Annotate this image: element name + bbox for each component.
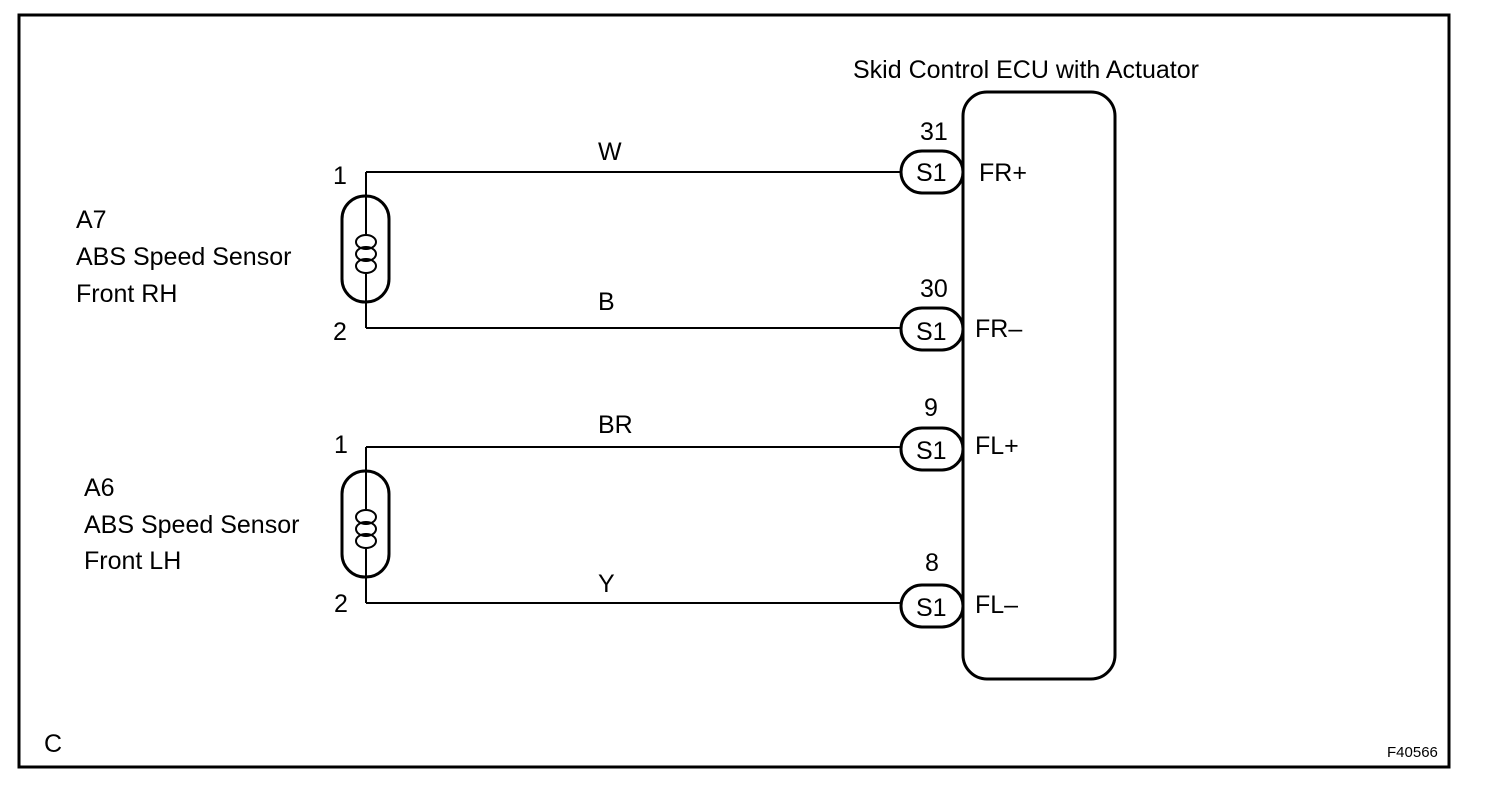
sensor-a7: A7 ABS Speed Sensor Front RH 1 2: [76, 162, 391, 346]
sensor-name: ABS Speed Sensor: [84, 511, 299, 539]
connector-label: S1: [916, 594, 947, 622]
coil-icon: [355, 172, 377, 328]
sensor-side: Front RH: [76, 280, 177, 308]
pin-number-top: 1: [334, 431, 348, 459]
pin-number-bottom: 2: [334, 590, 348, 618]
corner-letter: C: [44, 730, 62, 758]
ecu-pin-number: 30: [920, 275, 948, 303]
connector-label: S1: [916, 437, 947, 465]
terminal-label: FL+: [975, 432, 1019, 460]
pin-number-top: 1: [333, 162, 347, 190]
figure-id: F40566: [1387, 744, 1438, 761]
connector-label: S1: [916, 159, 947, 187]
sensor-code: A6: [84, 474, 115, 502]
coil-icon: [355, 447, 377, 603]
wire-color-label: BR: [598, 411, 633, 439]
terminal-label: FL–: [975, 591, 1018, 619]
wire-fl-plus: BR 9 S1 FL+: [366, 394, 1019, 472]
wire-fl-minus: Y 8 S1 FL–: [366, 549, 1018, 629]
wire-color-label: W: [598, 138, 622, 166]
sensor-side: Front LH: [84, 547, 181, 575]
connector-s1: [899, 149, 965, 195]
connector-s1: [899, 426, 965, 472]
connector-label: S1: [916, 318, 947, 346]
terminal-label: FR–: [975, 315, 1022, 343]
wire-fr-plus: W 31 S1 FR+: [366, 118, 1027, 195]
sensor-name: ABS Speed Sensor: [76, 243, 291, 271]
sensor-a6: A6 ABS Speed Sensor Front LH 1 2: [84, 431, 391, 618]
connector-s1: [899, 583, 965, 629]
ecu-pin-number: 9: [924, 394, 938, 422]
wire-fr-minus: B 30 S1 FR–: [366, 275, 1022, 352]
terminal-label: FR+: [979, 159, 1027, 187]
diagram-frame: [17, 13, 1451, 769]
ecu-title: Skid Control ECU with Actuator: [853, 56, 1199, 84]
connector-s1: [899, 306, 965, 352]
sensor-code: A7: [76, 206, 107, 234]
ecu-pin-number: 31: [920, 118, 948, 146]
ecu-box: [961, 90, 1117, 681]
ecu-pin-number: 8: [925, 549, 939, 577]
pin-number-bottom: 2: [333, 318, 347, 346]
wire-color-label: B: [598, 288, 615, 316]
wire-color-label: Y: [598, 570, 615, 598]
